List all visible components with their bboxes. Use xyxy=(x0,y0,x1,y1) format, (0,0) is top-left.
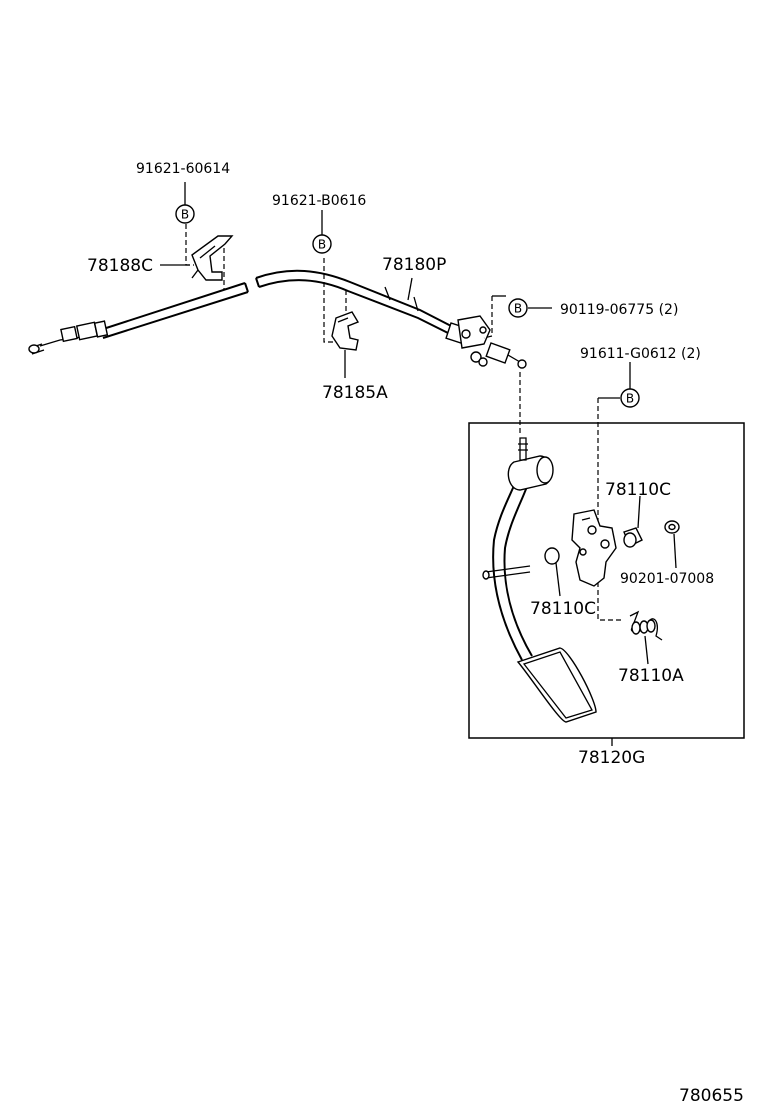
bolt-marker-2: B xyxy=(312,210,332,254)
bolt-leaders xyxy=(483,295,622,621)
part-labels: 91621-60614 91621-B0616 90119-06775 (2) … xyxy=(87,161,744,1106)
label-91621-60614: 91621-60614 xyxy=(136,161,230,177)
label-78180p: 78180P xyxy=(382,255,446,275)
bolt-marker-4: B xyxy=(620,362,640,408)
label-78110c-upper: 78110C xyxy=(605,480,671,500)
bolt-marker-1: B xyxy=(175,182,195,224)
label-90119-06775: 90119-06775 (2) xyxy=(560,302,678,318)
bolt-marker-3: B xyxy=(508,298,528,318)
pedal-assembly-box xyxy=(468,422,745,739)
bolt-marker-4-label: B xyxy=(626,392,634,406)
pedal-small-parts xyxy=(544,495,680,665)
label-78120g: 78120G xyxy=(578,748,645,768)
bracket-78185a xyxy=(323,258,360,378)
label-91621-b0616: 91621-B0616 xyxy=(272,193,366,209)
bolt-marker-2-label: B xyxy=(318,238,326,252)
bolt-marker-1-label: B xyxy=(181,208,189,222)
label-78110a: 78110A xyxy=(618,666,684,686)
label-78110c-lower: 78110C xyxy=(530,599,596,619)
bolt-marker-3-label: B xyxy=(514,302,522,316)
label-90201-07008: 90201-07008 xyxy=(620,571,714,587)
pedal-bracket xyxy=(571,509,617,587)
label-78185a: 78185A xyxy=(322,383,388,403)
label-78188c: 78188C xyxy=(87,256,153,276)
accelerator-pedal xyxy=(482,437,597,723)
label-91611-g0612: 91611-G0612 (2) xyxy=(580,346,701,362)
figure-code: 780655 xyxy=(679,1086,744,1106)
accelerator-cable xyxy=(28,269,527,369)
clamp-78188c xyxy=(160,224,234,290)
